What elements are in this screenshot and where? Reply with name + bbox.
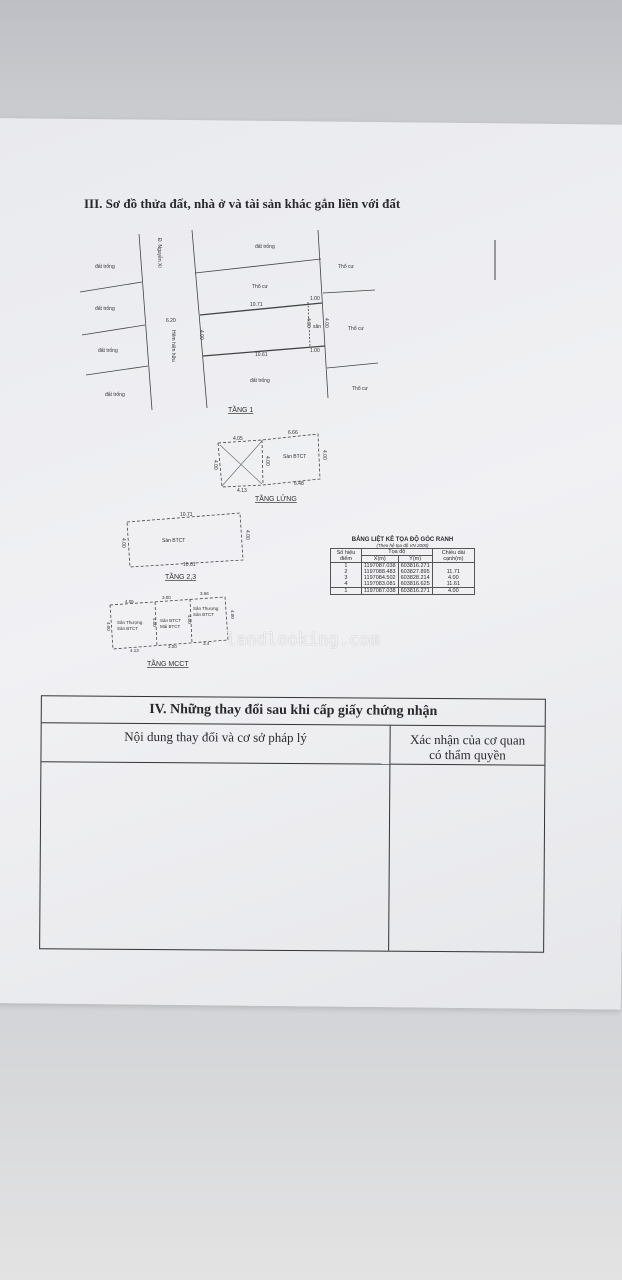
svg-text:đất trống: đất trống <box>105 392 125 398</box>
svg-text:10.61: 10.61 <box>183 562 196 568</box>
svg-text:đất trống: đất trống <box>255 244 275 250</box>
svg-text:4.00: 4.00 <box>321 450 327 460</box>
svg-text:4.00: 4.00 <box>323 318 329 328</box>
svg-text:3.4: 3.4 <box>203 641 210 646</box>
boundary-coordinate-table: BẢNG LIỆT KÊ TỌA ĐỘ GÓC RANH (Theo hệ tọ… <box>330 537 476 595</box>
svg-text:4.00: 4.00 <box>198 330 204 340</box>
svg-text:6.48: 6.48 <box>294 481 304 487</box>
svg-text:Thổ cư: Thổ cư <box>338 263 355 270</box>
svg-text:10.61: 10.61 <box>255 352 268 358</box>
svg-text:4.13: 4.13 <box>130 648 139 653</box>
svg-text:Sàn BTCT: Sàn BTCT <box>283 454 306 460</box>
svg-text:4.00: 4.00 <box>106 622 111 631</box>
column-header-changes: Nội dung thay đổi và cơ sở pháp lý <box>41 723 390 765</box>
svg-text:10.71: 10.71 <box>250 302 263 308</box>
svg-text:4.00: 4.00 <box>230 610 235 619</box>
svg-text:1.00: 1.00 <box>310 296 320 302</box>
svg-text:sân: sân <box>313 324 321 330</box>
svg-text:Hẻm hiện hữu: Hẻm hiện hữu <box>170 330 176 362</box>
svg-text:4.00: 4.00 <box>152 618 157 627</box>
svg-text:4.05: 4.05 <box>233 436 243 442</box>
svg-text:1.00: 1.00 <box>310 348 320 354</box>
section-3-title: III. Sơ đồ thửa đất, nhà ở và tài sản kh… <box>84 196 401 211</box>
svg-text:đất trống: đất trống <box>95 306 115 312</box>
svg-text:Sàn BTCT: Sàn BTCT <box>162 538 185 544</box>
svg-text:TẦNG LỬNG: TẦNG LỬNG <box>255 493 297 503</box>
svg-text:3.00: 3.00 <box>168 644 177 649</box>
svg-text:10.71: 10.71 <box>180 512 193 518</box>
section-4-table: IV. Những thay đổi sau khi cấp giấy chứn… <box>39 695 546 953</box>
svg-text:Sàn BTCT: Sàn BTCT <box>160 618 181 623</box>
svg-text:4.00: 4.00 <box>305 318 311 328</box>
svg-text:Sàn BTCT: Sàn BTCT <box>117 626 138 631</box>
svg-text:Sàn BTCT: Sàn BTCT <box>193 612 214 617</box>
svg-text:TẦNG 2,3: TẦNG 2,3 <box>165 571 196 581</box>
svg-text:3.66: 3.66 <box>200 591 209 596</box>
svg-text:TẦNG MCCT: TẦNG MCCT <box>147 658 189 668</box>
svg-text:TẦNG 1: TẦNG 1 <box>228 404 253 414</box>
svg-text:Thổ cư: Thổ cư <box>252 283 269 290</box>
svg-text:Đ. Nguyễn Xí: Đ. Nguyễn Xí <box>156 238 163 268</box>
svg-text:4.00: 4.00 <box>187 615 192 624</box>
svg-text:4.00: 4.00 <box>120 538 126 548</box>
site-plan-diagram: đất trống đất trống đất trống đất trống … <box>79 229 496 668</box>
svg-text:đất trống: đất trống <box>98 348 118 354</box>
svg-text:6.66: 6.66 <box>288 430 298 436</box>
svg-text:Thổ cư: Thổ cư <box>352 385 369 392</box>
svg-text:Sân Thượng: Sân Thượng <box>193 606 219 611</box>
svg-text:đất trống: đất trống <box>95 264 115 270</box>
svg-text:4.00: 4.00 <box>212 460 218 470</box>
section-4-title: IV. Những thay đổi sau khi cấp giấy chứn… <box>41 696 545 727</box>
svg-text:đất trống: đất trống <box>250 378 270 384</box>
svg-text:4.05: 4.05 <box>125 599 134 604</box>
svg-text:Thổ cư: Thổ cư <box>348 325 365 332</box>
svg-text:4.13: 4.13 <box>237 488 247 494</box>
watermark: landlooking.com <box>226 630 380 650</box>
svg-text:3.00: 3.00 <box>162 595 171 600</box>
svg-text:6.20: 6.20 <box>166 318 176 324</box>
svg-text:Sân Thượng: Sân Thượng <box>117 620 143 625</box>
svg-text:Mái BTCT: Mái BTCT <box>160 624 181 629</box>
svg-text:4.00: 4.00 <box>264 456 270 466</box>
svg-text:4.00: 4.00 <box>244 530 250 540</box>
